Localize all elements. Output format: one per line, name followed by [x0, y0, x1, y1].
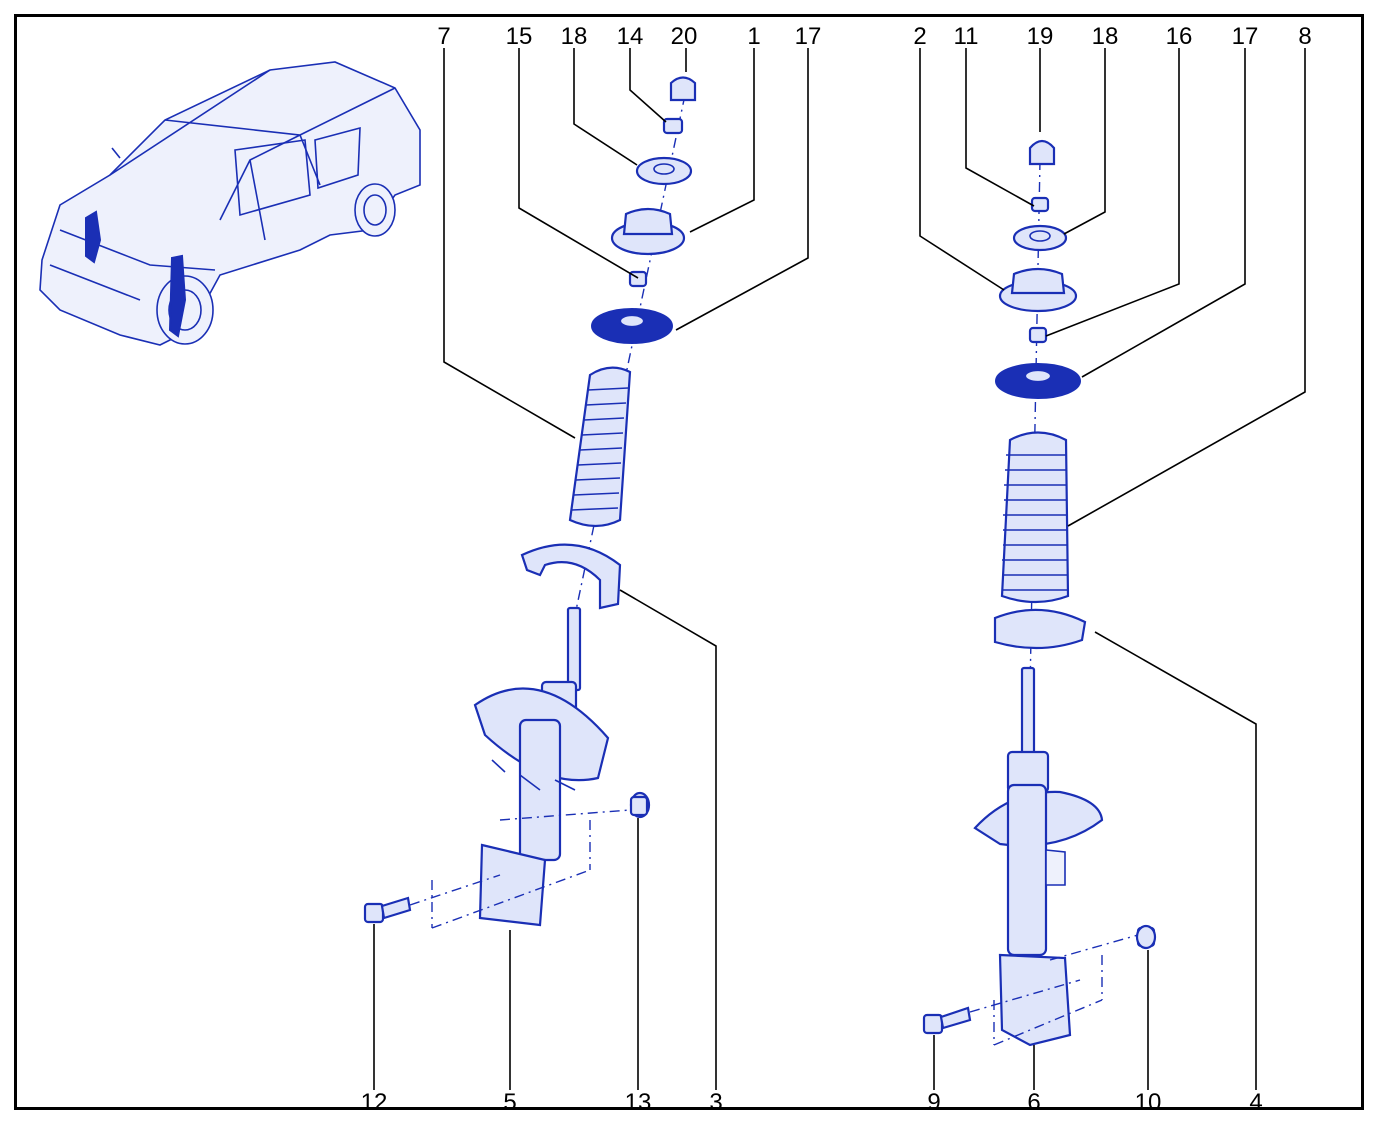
bolt-12 [363, 896, 412, 924]
callout-1: 1 [747, 23, 760, 50]
callout-8: 8 [1298, 23, 1311, 50]
callout-2: 2 [913, 23, 926, 50]
washer-18-left [635, 156, 693, 186]
callout-9: 9 [927, 1089, 940, 1116]
shock-absorber-6 [973, 666, 1104, 1047]
nut-10 [1135, 924, 1157, 950]
cap-20 [669, 76, 697, 102]
callout-6: 6 [1027, 1089, 1040, 1116]
callout-15: 15 [506, 23, 533, 50]
callout-3: 3 [709, 1089, 722, 1116]
callout-17-right: 17 [1232, 23, 1259, 50]
callout-12: 12 [361, 1089, 388, 1116]
callout-4: 4 [1249, 1089, 1262, 1116]
leader-lines [373, 48, 1306, 1090]
callout-20: 20 [671, 23, 698, 50]
nut-14 [662, 117, 684, 135]
callout-labels: 7 15 18 14 20 1 17 2 11 19 18 16 17 8 12… [361, 23, 1312, 1116]
bushing-16 [1028, 326, 1048, 344]
callout-19: 19 [1027, 23, 1054, 50]
callout-14: 14 [617, 23, 644, 50]
washer-18-right [1012, 224, 1068, 252]
callout-18-right: 18 [1092, 23, 1119, 50]
callout-7: 7 [437, 23, 450, 50]
nut-11 [1030, 196, 1050, 213]
car-locator-illustration [39, 61, 421, 346]
spring-pad-4 [993, 608, 1087, 650]
callout-5: 5 [503, 1089, 516, 1116]
spring-pad-3 [520, 543, 622, 610]
right-strut-assembly [922, 139, 1157, 1047]
shock-absorber-5 [473, 606, 610, 927]
callout-10: 10 [1135, 1089, 1162, 1116]
callout-18-left: 18 [561, 23, 588, 50]
nut-13 [629, 791, 651, 819]
callout-11: 11 [954, 23, 979, 50]
dust-boot-8 [1000, 431, 1070, 604]
dust-boot-7 [568, 366, 632, 528]
cap-19 [1028, 139, 1056, 166]
bolt-9 [922, 1006, 972, 1035]
callout-13: 13 [625, 1089, 652, 1116]
left-strut-assembly [363, 76, 697, 929]
callout-16: 16 [1166, 23, 1193, 50]
callout-17-left: 17 [795, 23, 822, 50]
